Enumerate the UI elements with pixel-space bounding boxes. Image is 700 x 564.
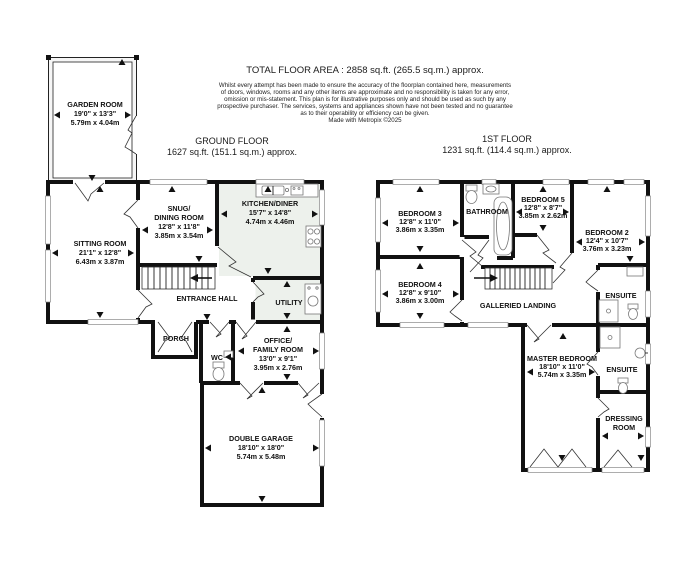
master-ensuite-shower-icon [599,326,621,349]
room-dims-imperial: 18'10" x 18'0" [238,443,284,452]
room-label: UTILITY [275,298,302,307]
first-floor-plan: BEDROOM 3 12'8" x 11'0" 3.86m x 3.35m BA… [375,179,651,473]
disclaimer-line: omission or mis-statement. This plan is … [224,96,506,103]
room-dims-imperial: 12'8" x 9'10" [399,288,441,297]
master-ensuite-toilet-icon [617,377,629,394]
first-floor-door-gaps [459,237,601,418]
ground-floor-plan: GARDEN ROOM 19'0" x 13'3" 5.79m x 4.04m … [45,55,325,507]
ground-floor-area: 1627 sq.ft. (151.1 sq.m.) approx. [166,147,298,157]
room-dims-metric: 4.74m x 4.46m [246,217,295,226]
room-label: SNUG/ [168,204,191,213]
room-label: MASTER BEDROOM [527,354,597,363]
room-label: PORCH [163,334,189,343]
room-dims-imperial: 15'7" x 14'8" [249,208,291,217]
room-dims-imperial: 21'1" x 12'8" [79,248,121,257]
ground-floor-labels: GARDEN ROOM 19'0" x 13'3" 5.79m x 4.04m … [67,100,303,461]
room-dims-imperial: 19'0" x 13'3" [74,109,116,118]
bathroom-basin-icon [482,183,500,195]
ground-floor-name: GROUND FLOOR [195,136,269,146]
room-label: WC [211,353,223,362]
kitchen-counter-sink-icon [255,183,319,198]
ground-floor-windows [45,179,325,467]
first-floor-windows [375,179,651,473]
room-dims-imperial: 12'8" x 11'0" [399,217,441,226]
ensuite2-basin-icon [626,266,644,277]
room-dims-metric: 5.79m x 4.04m [71,118,120,127]
washing-machine-icon [304,283,322,315]
first-floor-name: 1ST FLOOR [482,134,532,144]
room-dims-imperial: 13'0" x 9'1" [259,354,297,363]
room-label: GALLERIED LANDING [480,301,557,310]
room-label: KITCHEN/DINER [242,199,299,208]
disclaimer-line: as to their operability or efficiency ca… [300,110,430,117]
ground-floor-title: GROUND FLOOR 1627 sq.ft. (151.1 sq.m.) a… [132,136,332,158]
first-floor-doors [449,234,633,468]
ground-floor-measure-arrows [52,59,319,502]
ground-floor-doors [74,182,323,418]
room-label: ENSUITE [606,365,637,374]
room-dims-imperial: 12'8" x 11'8" [158,222,200,231]
room-label: FAMILY ROOM [253,345,303,354]
room-dims-imperial: 18'10" x 11'0" [539,362,585,371]
bath-icon [493,196,513,256]
room-dims-metric: 3.86m x 3.35m [396,225,445,234]
master-ensuite-basin-icon [634,347,648,359]
hob-icon [305,225,322,248]
room-dims-metric: 5.74m x 3.35m [538,370,587,379]
ensuite2-toilet-icon [627,303,639,320]
room-label: ENTRANCE HALL [176,294,238,303]
room-dims-metric: 5.74m x 5.48m [237,452,286,461]
garden-room-glazing [46,55,139,183]
room-dims-metric: 3.76m x 3.23m [583,244,632,253]
kitchen-floor-tint [219,184,320,276]
room-dims-metric: 3.85m x 2.62m [519,211,568,220]
room-label: GARDEN ROOM [67,100,123,109]
room-label: DINING ROOM [154,213,204,222]
room-label: DRESSING [605,414,643,423]
first-floor-stairs [474,267,553,290]
room-dims-imperial: 12'4" x 10'7" [586,236,628,245]
room-label: BEDROOM 5 [521,195,565,204]
first-floor-area: 1231 sq.ft. (114.4 sq.m.) approx. [442,145,572,155]
room-label: OFFICE/ [264,336,292,345]
room-label: BEDROOM 3 [398,209,442,218]
room-label: BATHROOM [466,207,508,216]
room-dims-metric: 3.95m x 2.76m [254,363,303,372]
room-dims-imperial: 12'8" x 8'7" [524,203,562,212]
room-dims-metric: 3.85m x 3.54m [155,231,204,240]
disclaimer-line: Made with Metropix ©2025 [328,117,402,124]
room-label: DOUBLE GARAGE [229,434,293,443]
first-floor-title: 1ST FLOOR 1231 sq.ft. (114.4 sq.m.) appr… [407,134,607,156]
disclaimer-line: Whilst every attempt has been made to en… [218,82,512,89]
disclaimer: Whilst every attempt has been made to en… [215,82,515,124]
first-floor-labels: BEDROOM 3 12'8" x 11'0" 3.86m x 3.35m BA… [396,195,644,432]
ensuite2-shower-icon [598,299,619,323]
room-label: SITTING ROOM [74,239,127,248]
room-label: ROOM [613,423,635,432]
disclaimer-line: prospective purchaser. The services, sys… [217,103,513,110]
bathroom-toilet-icon [465,184,478,204]
first-floor-measure-arrows [382,186,645,461]
total-floor-area: TOTAL FLOOR AREA : 2858 sq.ft. (265.5 sq… [246,65,484,76]
ground-floor-stairs [141,266,216,290]
room-label: BEDROOM 4 [398,280,442,289]
ground-floor-door-gaps [73,179,325,418]
room-label: BEDROOM 2 [585,228,629,237]
room-label: ENSUITE [605,291,636,300]
room-dims-metric: 3.86m x 3.00m [396,296,445,305]
disclaimer-line: of doors, windows, rooms and any other i… [220,89,510,96]
room-dims-metric: 6.43m x 3.87m [76,257,125,266]
